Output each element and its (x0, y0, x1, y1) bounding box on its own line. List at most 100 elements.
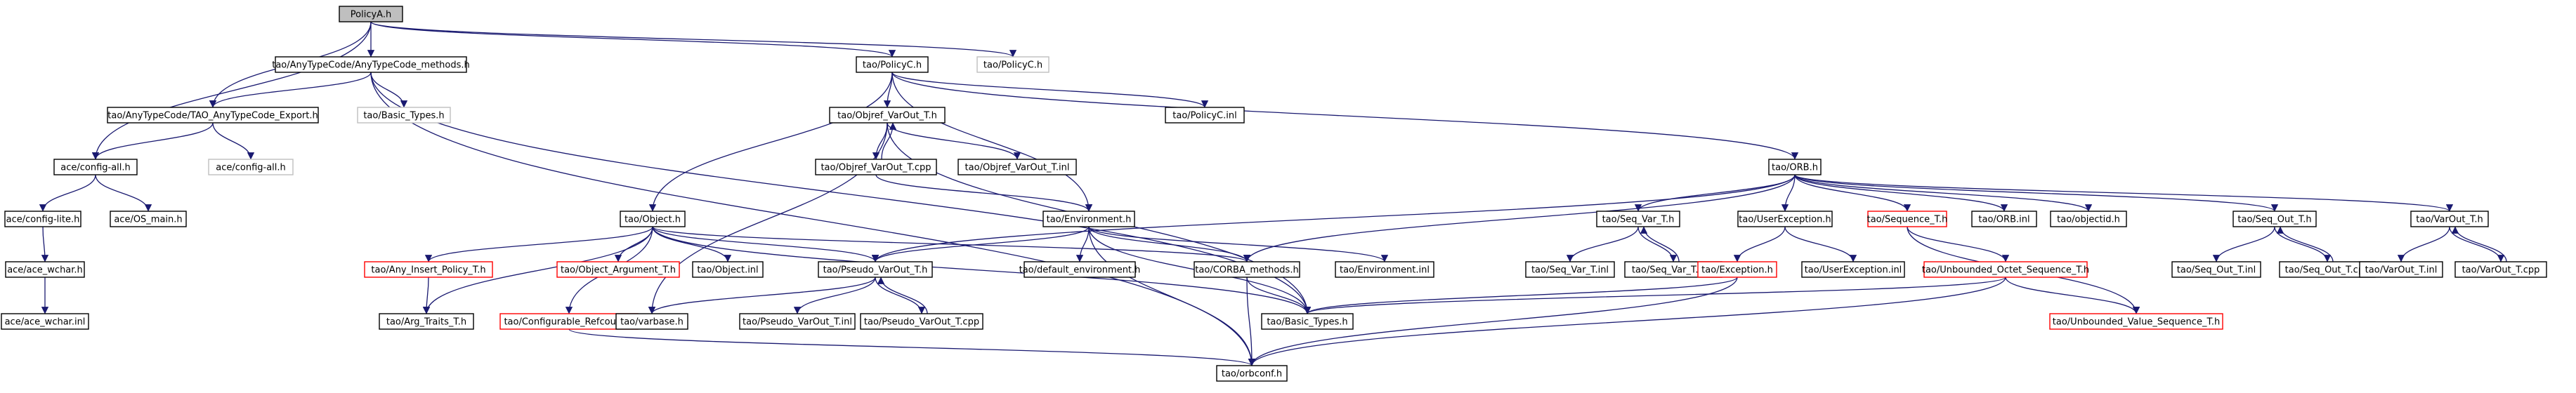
node-tao-seq-out-t-inl[interactable]: tao/Seq_Out_T.inl (2171, 261, 2261, 278)
node-ace-config-all-h[interactable]: ace/config-all.h (53, 159, 138, 175)
node-tao-basic-types-h[interactable]: tao/Basic_Types.h (1261, 313, 1354, 330)
node-tao-default-environment-h[interactable]: tao/default_environment.h (1019, 261, 1141, 278)
node-tao-seq-var-t-h[interactable]: tao/Seq_Var_T.h (1596, 211, 1680, 227)
node-label: ace/config-all.h (216, 163, 286, 173)
node-tao-environment-h[interactable]: tao/Environment.h (1042, 211, 1135, 227)
node-tao-orbconf-h[interactable]: tao/orbconf.h (1216, 365, 1288, 382)
node-tao-sequence-t-h[interactable]: tao/Sequence_T.h (1867, 211, 1948, 227)
node-label: PolicyA.h (351, 10, 391, 20)
edge-n18-n39 (1794, 174, 2453, 212)
node-box (53, 159, 138, 175)
edge-n0-n2 (370, 21, 896, 58)
node-ace-ace-wchar-h[interactable]: ace/ace_wchar.h (5, 261, 85, 278)
edge-n18-n38 (1794, 174, 2278, 212)
node-tao-unbounded-octet-sequence-t-h[interactable]: tao/Unbounded_Octet_Sequence_T.h (1922, 261, 2089, 278)
node-box (1596, 211, 1680, 227)
node-tao-configurable-refcount-h[interactable]: tao/Configurable_Refcount.h (499, 313, 639, 330)
edge-n17-n22 (871, 226, 1090, 262)
edge-layer (39, 21, 2507, 366)
node-tao-objectid-h[interactable]: tao/objectid.h (2050, 211, 2127, 227)
node-label: tao/PolicyC.h (863, 60, 922, 71)
node-box (1525, 261, 1615, 278)
edge-n17-n32 (1088, 226, 1256, 366)
node-tao-userexception-inl[interactable]: tao/UserException.inl (1801, 261, 1905, 278)
edge-n22-n28 (648, 277, 876, 314)
edge-n18-n33 (1634, 174, 1796, 212)
node-box (1194, 261, 1300, 278)
node-label: tao/PolicyC.h (983, 60, 1042, 71)
node-tao-varbase-h[interactable]: tao/varbase.h (615, 313, 688, 330)
node-tao-corba-methods-h[interactable]: tao/CORBA_methods.h (1194, 261, 1300, 278)
node-policya-h[interactable]: PolicyA.h (339, 6, 403, 22)
node-ace-config-lite-h[interactable]: ace/config-lite.h (4, 211, 81, 227)
node-label: tao/Basic_Types.h (1267, 317, 1347, 328)
node-label: tao/Pseudo_VarOut_T.inl (743, 317, 852, 328)
node-tao-any-insert-policy-t-h[interactable]: tao/Any_Insert_Policy_T.h (364, 261, 493, 278)
node-tao-objref-varout-t-inl[interactable]: tao/Objref_VarOut_T.inl (957, 159, 1077, 175)
node-label: tao/Environment.inl (1340, 265, 1430, 276)
node-label: tao/Object.inl (697, 265, 758, 276)
edge-n33-n41 (1637, 226, 1678, 262)
node-label: tao/Exception.h (1701, 265, 1773, 276)
node-label: tao/default_environment.h (1019, 265, 1141, 276)
node-tao-varout-t-cpp[interactable]: tao/VarOut_T.cpp (2454, 261, 2547, 278)
node-tao-orb-inl[interactable]: tao/ORB.inl (1971, 211, 2037, 227)
node-box (692, 261, 764, 278)
edge-n18-n36 (1794, 174, 2008, 212)
node-box (1971, 211, 2037, 227)
node-tao-anytypecode-tao-anytypecode-export-h[interactable]: tao/AnyTypeCode/TAO_AnyTypeCode_Export.h (107, 107, 319, 124)
edge-n0-n6 (91, 21, 372, 160)
node-box (379, 313, 474, 330)
node-tao-arg-traits-t-h[interactable]: tao/Arg_Traits_T.h (379, 313, 474, 330)
node-tao-varout-t-h[interactable]: tao/VarOut_T.h (2410, 211, 2489, 227)
node-box (2232, 211, 2317, 227)
node-label: tao/Arg_Traits_T.h (386, 317, 466, 328)
edge-n2-n16 (648, 72, 893, 212)
node-box (2410, 211, 2489, 227)
node-label: tao/ORB.inl (1978, 215, 2029, 225)
node-tao-seq-out-t-h[interactable]: tao/Seq_Out_T.h (2232, 211, 2317, 227)
node-box (1768, 159, 1822, 175)
node-box (976, 56, 1050, 73)
node-tao-policyc-h-external: tao/PolicyC.h (976, 56, 1050, 73)
node-tao-pseudo-varout-t-h[interactable]: tao/Pseudo_VarOut_T.h (818, 261, 933, 278)
node-tao-unbounded-value-sequence-t-h[interactable]: tao/Unbounded_Value_Sequence_T.h (2049, 313, 2223, 330)
edge-n16-n26 (422, 226, 653, 314)
node-tao-seq-var-t-inl[interactable]: tao/Seq_Var_T.inl (1525, 261, 1615, 278)
node-tao-policyc-h[interactable]: tao/PolicyC.h (856, 56, 929, 73)
edge-n39-n48 (2397, 226, 2450, 262)
node-label: tao/VarOut_T.h (2416, 215, 2483, 225)
node-tao-seq-out-t-cpp[interactable]: tao/Seq_Out_T.cpp (2279, 261, 2376, 278)
node-tao-object-argument-t-h[interactable]: tao/Object_Argument_T.h (556, 261, 680, 278)
node-box (556, 261, 680, 278)
edge-n30-n22 (877, 277, 928, 314)
edge-n4-n6 (91, 122, 214, 160)
node-box (208, 159, 294, 175)
node-tao-anytypecode-anytypecode-methods-h[interactable]: tao/AnyTypeCode/AnyTypeCode_methods.h (272, 56, 470, 73)
node-ace-ace-wchar-inl[interactable]: ace/ace_wchar.inl (1, 313, 89, 330)
node-box (1335, 261, 1434, 278)
node-tao-objref-varout-t-h[interactable]: tao/Objref_VarOut_T.h (829, 107, 946, 124)
edge-n4-n7 (212, 122, 255, 160)
edge-n34-n42 (1733, 226, 1786, 262)
node-label: ace/config-lite.h (6, 215, 80, 225)
node-ace-os-main-h[interactable]: ace/OS_main.h (110, 211, 187, 227)
node-label: tao/Unbounded_Value_Sequence_T.h (2053, 317, 2220, 328)
node-tao-pseudo-varout-t-inl[interactable]: tao/Pseudo_VarOut_T.inl (739, 313, 856, 330)
node-label: ace/OS_main.h (114, 215, 182, 225)
edge-n44-n32 (1248, 277, 2006, 366)
node-box (856, 56, 929, 73)
node-label: tao/UserException.inl (1805, 265, 1902, 276)
node-tao-userexception-h[interactable]: tao/UserException.h (1737, 211, 1833, 227)
node-tao-pseudo-varout-t-cpp[interactable]: tao/Pseudo_VarOut_T.cpp (860, 313, 983, 330)
node-tao-varout-t-inl[interactable]: tao/VarOut_T.inl (2359, 261, 2443, 278)
node-tao-exception-h[interactable]: tao/Exception.h (1697, 261, 1777, 278)
node-tao-objref-varout-t-cpp[interactable]: tao/Objref_VarOut_T.cpp (815, 159, 937, 175)
node-tao-policyc-inl[interactable]: tao/PolicyC.inl (1165, 107, 1245, 124)
node-tao-object-inl[interactable]: tao/Object.inl (692, 261, 764, 278)
node-tao-object-h[interactable]: tao/Object.h (620, 211, 686, 227)
node-tao-orb-h[interactable]: tao/ORB.h (1768, 159, 1822, 175)
edge-n35-n44 (1907, 226, 2010, 262)
node-label: tao/Pseudo_VarOut_T.h (823, 265, 928, 276)
node-tao-environment-inl[interactable]: tao/Environment.inl (1335, 261, 1434, 278)
